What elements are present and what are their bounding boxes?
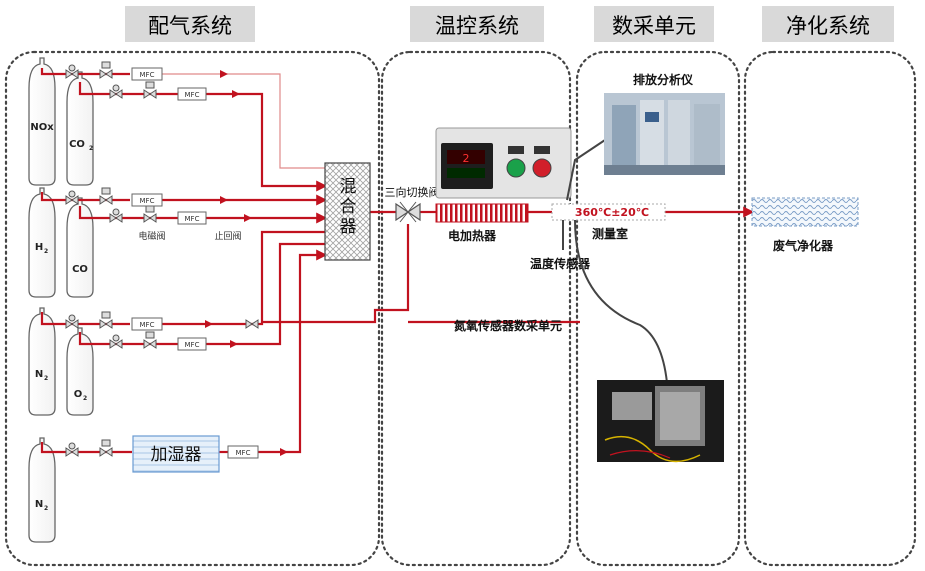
cylinder-nox-label: NOx	[30, 122, 54, 133]
cylinder-co2-sub: 2	[89, 145, 93, 152]
mfc-n2-b-label: MFC	[236, 449, 251, 457]
header-data-acq: 数采单元	[612, 14, 696, 38]
temp-controller-photo: 2	[435, 127, 572, 199]
mfc-o2-label: MFC	[185, 341, 200, 349]
emission-analyzer-label: 排放分析仪	[633, 72, 694, 87]
cylinder-nox	[28, 57, 56, 186]
controller-display: 2	[463, 152, 470, 165]
mfc-nox	[131, 67, 163, 81]
cylinder-h2	[28, 187, 56, 298]
cylinder-n2-a	[28, 307, 56, 416]
cable-to-analyzer	[566, 139, 606, 201]
solenoid-valve-label: 电磁阀	[138, 230, 165, 242]
cylinder-co-label: CO	[72, 264, 88, 275]
valve-group-3	[65, 311, 259, 349]
cylinder-o2	[66, 327, 94, 416]
mfc-h2	[131, 193, 163, 207]
header-data-acq-bg	[594, 6, 714, 42]
cylinder-n2-b	[28, 437, 56, 543]
measure-room-label: 测量室	[592, 226, 628, 241]
heater-bars	[436, 204, 528, 222]
mfc-co-label: MFC	[185, 215, 200, 223]
mixer-label: 混合器	[340, 177, 357, 237]
three-way-valve	[395, 201, 421, 223]
mfc-n2-a-label: MFC	[140, 321, 155, 329]
header-temp-control: 温控系统	[435, 14, 519, 38]
daq-unit-photo	[597, 380, 724, 463]
cylinder-co	[66, 197, 94, 298]
measure-room-box	[551, 203, 666, 221]
purifier-label: 废气净化器	[773, 238, 834, 253]
header-gas-supply: 配气系统	[148, 14, 232, 38]
purifier-hatch	[752, 198, 858, 226]
temp-sensor-label: 温度传感器	[530, 256, 591, 271]
section-headers: 配气系统 温控系统 数采单元 净化系统	[125, 6, 894, 42]
cable-to-daq	[574, 219, 669, 396]
three-way-valve-label: 三向切换阀	[385, 185, 440, 199]
mfc-n2-a	[131, 317, 163, 331]
header-purify: 净化系统	[786, 14, 870, 38]
mfc-o2	[177, 337, 207, 351]
mixer-hatch	[325, 163, 370, 260]
valve-group-4	[65, 439, 113, 457]
mfc-co2-label: MFC	[185, 91, 200, 99]
mfc-nox-label: MFC	[140, 71, 155, 79]
heater-label: 电加热器	[448, 228, 497, 243]
cylinder-h2-label: H	[35, 242, 43, 253]
valve-group-1	[65, 61, 157, 99]
humidifier-label: 加湿器	[151, 445, 202, 465]
header-gas-supply-bg	[125, 6, 255, 42]
purify-box	[743, 50, 917, 567]
mfc-co2	[177, 87, 207, 101]
cylinder-o2-label: O	[74, 389, 83, 400]
cylinder-o2-sub: 2	[83, 395, 87, 402]
cylinder-n2-a-sub: 2	[44, 375, 48, 382]
humidifier-hatch	[133, 436, 219, 472]
cylinder-n2-b-sub: 2	[44, 505, 48, 512]
cylinder-co2-label: CO	[69, 139, 85, 150]
cylinder-n2-a-label: N	[35, 369, 43, 380]
check-valve-label: 止回阀	[214, 230, 241, 242]
temp-control-box	[380, 50, 572, 567]
data-acq-box	[575, 50, 741, 567]
emission-analyzer-photo	[604, 93, 725, 175]
cylinder-h2-sub: 2	[44, 248, 48, 255]
temp-range-label: 360℃±20℃	[575, 206, 649, 219]
nox-o2-sensor-label: 氮氧传感器数采单元	[454, 318, 562, 333]
gas-supply-box	[4, 50, 381, 567]
cylinder-co2	[66, 71, 94, 186]
header-purify-bg	[762, 6, 894, 42]
mfc-h2-label: MFC	[140, 197, 155, 205]
valve-group-2	[65, 187, 157, 223]
header-temp-control-bg	[410, 6, 544, 42]
cylinder-n2-b-label: N	[35, 499, 43, 510]
mfc-co	[177, 211, 207, 225]
mfc-n2-b	[227, 445, 259, 459]
